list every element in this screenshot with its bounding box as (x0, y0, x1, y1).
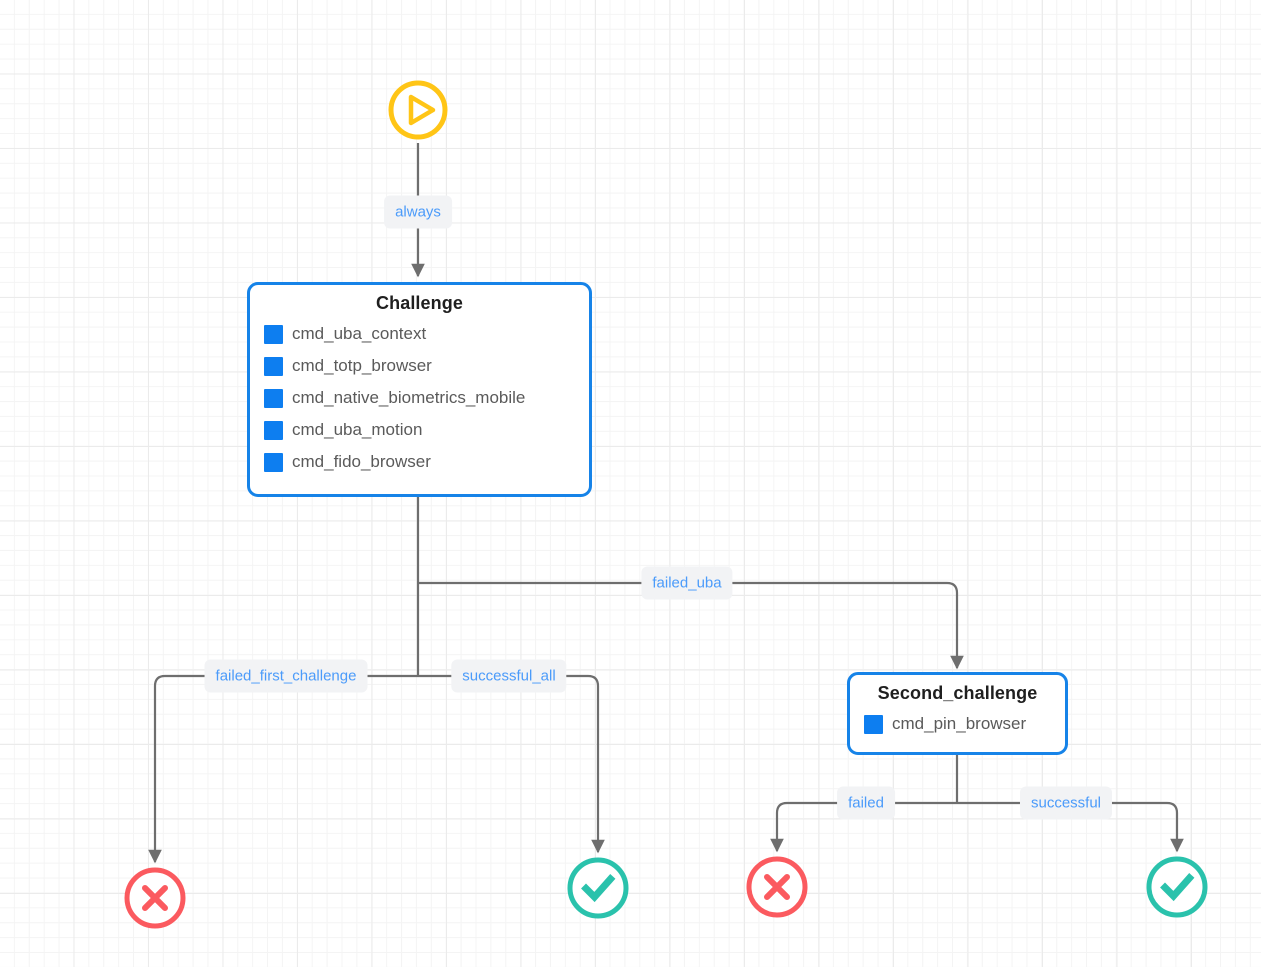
start-node[interactable] (386, 78, 450, 142)
command-swatch-icon (864, 714, 883, 734)
circle-x-icon (124, 867, 186, 929)
node-second-challenge-item[interactable]: cmd_pin_browser (864, 708, 1051, 740)
terminal-success-second-challenge[interactable] (1144, 854, 1210, 920)
edge-failed-first-challenge (148, 674, 418, 864)
edge-label-failed-uba[interactable]: failed_uba (641, 566, 733, 600)
circle-check-icon (567, 857, 629, 919)
node-challenge-item-label: cmd_uba_context (292, 324, 427, 343)
node-challenge-item[interactable]: cmd_uba_context (264, 318, 575, 350)
command-swatch-icon (264, 324, 283, 344)
node-challenge-item-label: cmd_native_biometrics_mobile (292, 388, 526, 407)
circle-check-icon (1146, 856, 1208, 918)
edge-label-always[interactable]: always (384, 195, 452, 229)
node-challenge-item-label: cmd_totp_browser (292, 356, 432, 375)
node-challenge-item-label: cmd_uba_motion (292, 420, 423, 439)
node-challenge-item-label: cmd_fido_browser (292, 452, 431, 471)
node-challenge-item[interactable]: cmd_uba_motion (264, 414, 575, 446)
terminal-success-all[interactable] (565, 855, 631, 921)
node-challenge-item[interactable]: cmd_totp_browser (264, 350, 575, 382)
node-challenge[interactable]: Challenge cmd_uba_context cmd_totp_brows… (247, 282, 592, 497)
node-second-challenge-item-label: cmd_pin_browser (892, 714, 1027, 733)
node-challenge-title: Challenge (376, 293, 463, 313)
edge-label-successful[interactable]: successful (1019, 786, 1113, 820)
circle-x-icon (746, 856, 808, 918)
command-swatch-icon (264, 420, 283, 440)
node-challenge-item[interactable]: cmd_native_biometrics_mobile (264, 382, 575, 414)
command-swatch-icon (264, 356, 283, 376)
terminal-failure-first-challenge[interactable] (122, 865, 188, 931)
edge-label-failed-first-challenge[interactable]: failed_first_challenge (204, 659, 368, 693)
command-swatch-icon (264, 388, 283, 408)
node-challenge-item[interactable]: cmd_fido_browser (264, 446, 575, 478)
terminal-failure-second-challenge[interactable] (744, 854, 810, 920)
edge-successful-all (418, 674, 605, 854)
node-second-challenge-title: Second_challenge (877, 683, 1038, 703)
play-icon (388, 80, 448, 140)
edge-label-failed[interactable]: failed (837, 786, 895, 820)
edge-label-successful-all[interactable]: successful_all (451, 659, 567, 693)
node-second-challenge[interactable]: Second_challenge cmd_pin_browser (847, 672, 1068, 755)
command-swatch-icon (264, 452, 283, 472)
